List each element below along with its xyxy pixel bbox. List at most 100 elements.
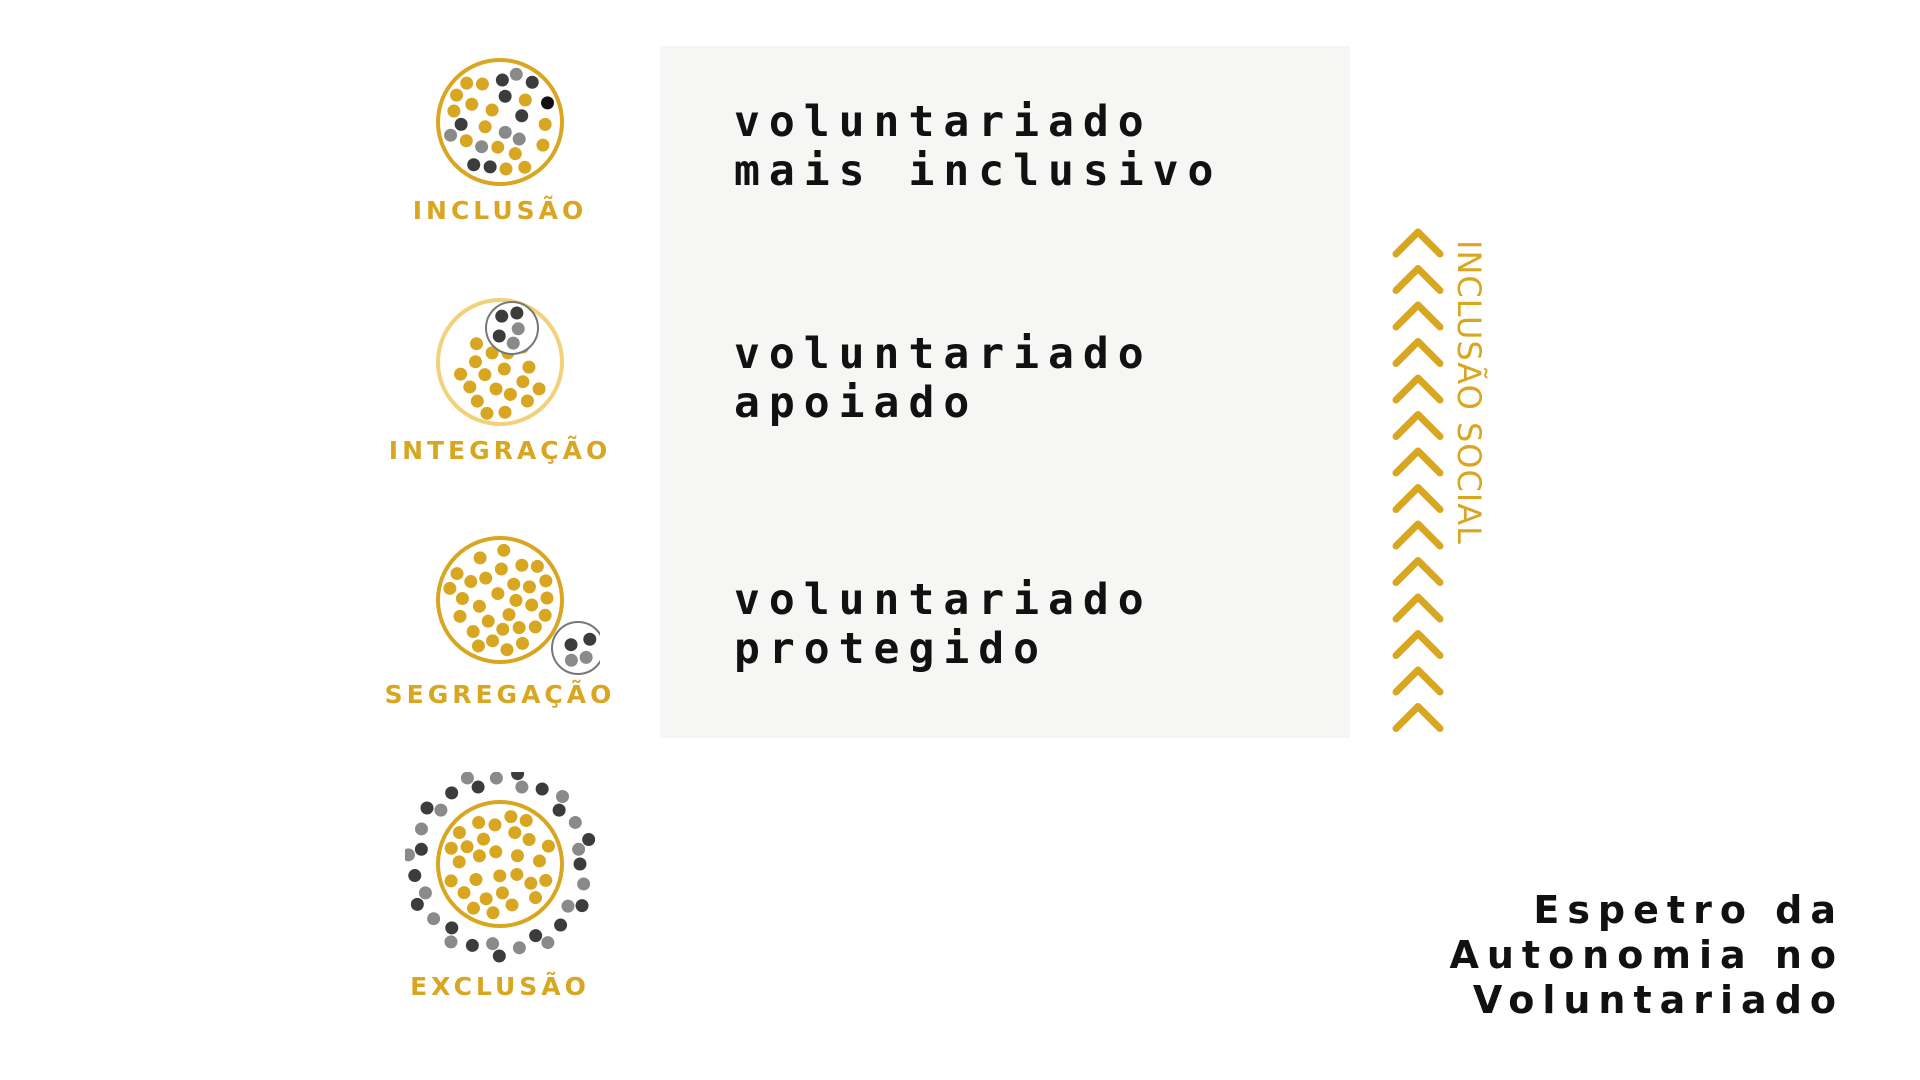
group-circle	[436, 800, 564, 928]
outside-dot	[577, 877, 591, 891]
level-label-inclusao: INCLUSÃO	[412, 196, 588, 225]
member-dot	[525, 75, 539, 89]
member-dot	[510, 849, 524, 863]
member-dot	[464, 575, 478, 589]
outside-dot	[445, 786, 459, 800]
member-dot	[502, 608, 516, 622]
outside-dot	[573, 857, 587, 871]
member-dot	[452, 825, 466, 839]
member-dot	[450, 88, 464, 102]
outside-dot	[554, 918, 568, 932]
member-dot	[489, 845, 503, 859]
member-dot	[454, 367, 468, 381]
member-dot	[538, 117, 552, 131]
chevron-up-icon	[1392, 666, 1444, 696]
upward-chevrons-arrow	[1392, 228, 1444, 732]
outside-dot	[541, 936, 555, 950]
member-dot	[541, 839, 555, 853]
member-dot	[512, 132, 526, 146]
level-label-integracao: INTEGRAÇÃO	[388, 436, 612, 465]
member-dot	[525, 598, 539, 612]
member-dot	[444, 874, 458, 888]
member-dot	[465, 97, 479, 111]
member-dot	[508, 826, 522, 840]
member-dot	[471, 639, 485, 653]
member-dot	[529, 891, 543, 905]
member-dot	[522, 580, 536, 594]
member-dot	[564, 653, 578, 667]
member-dot	[498, 89, 512, 103]
outside-dot	[511, 772, 525, 781]
volunteering-inclusive-line2: mais inclusivo	[734, 146, 1223, 196]
member-dot	[538, 608, 552, 622]
chevron-up-icon	[1392, 301, 1444, 331]
member-dot	[467, 158, 481, 172]
level-segregacao: SEGREGAÇÃO	[360, 536, 640, 709]
member-dot	[488, 818, 502, 832]
member-dot	[510, 867, 524, 881]
member-dot	[460, 76, 474, 90]
outside-dot	[575, 899, 589, 913]
title-line1: Espetro da	[1533, 888, 1844, 932]
member-dot	[475, 77, 489, 91]
member-dot	[495, 309, 509, 323]
level-inclusao: INCLUSÃO	[360, 52, 640, 225]
member-dot	[493, 869, 507, 883]
member-dot	[509, 593, 523, 607]
volunteering-supported-line2: apoiado	[734, 378, 979, 428]
member-dot	[532, 854, 546, 868]
member-dot	[536, 138, 550, 152]
outside-dot	[408, 869, 422, 883]
title-line3: Voluntariado	[1472, 978, 1844, 1022]
outside-dot	[552, 803, 566, 817]
member-dot	[515, 109, 529, 123]
member-dot	[479, 892, 493, 906]
member-dot	[516, 375, 530, 389]
level-exclusao: EXCLUSÃO	[360, 772, 640, 1001]
social-inclusion-label: INCLUSÃO SOCIAL	[1450, 240, 1488, 545]
member-dot	[500, 643, 514, 657]
member-dot	[530, 559, 544, 573]
member-dot	[510, 306, 524, 320]
volunteering-protected: voluntariado protegido	[734, 576, 1153, 674]
outside-dot	[515, 780, 529, 794]
outside-dot	[427, 912, 441, 926]
member-dot	[504, 810, 518, 824]
member-dot	[583, 632, 597, 646]
member-dot	[483, 160, 497, 174]
member-dot	[497, 543, 511, 557]
level-label-segregacao: SEGREGAÇÃO	[384, 680, 616, 709]
member-dot	[475, 140, 489, 154]
outside-dot	[572, 842, 586, 856]
member-dot	[515, 558, 529, 572]
member-dot	[472, 816, 486, 830]
outside-dot	[414, 842, 428, 856]
group-circle	[436, 536, 564, 664]
member-dot	[450, 567, 464, 581]
member-dot	[518, 160, 532, 174]
member-dot	[509, 67, 523, 81]
chevron-up-icon	[1392, 630, 1444, 659]
member-dot	[473, 551, 487, 565]
outside-dot	[489, 772, 503, 785]
outside-dot	[434, 803, 448, 817]
outside-dot	[420, 801, 434, 815]
member-dot	[495, 73, 509, 87]
member-dot	[505, 898, 519, 912]
member-dot	[491, 587, 505, 601]
member-dot	[496, 622, 510, 636]
member-dot	[481, 614, 495, 628]
member-dot	[460, 840, 474, 854]
chevron-up-icon	[1392, 703, 1444, 732]
volunteering-protected-line2: protegido	[734, 624, 1048, 674]
member-dot	[507, 577, 521, 591]
member-dot	[539, 574, 553, 588]
member-dot	[480, 406, 494, 420]
outside-dot	[465, 938, 479, 952]
outside-dot	[486, 937, 500, 951]
member-dot	[444, 128, 458, 142]
member-dot	[469, 873, 483, 887]
member-dot	[452, 855, 466, 869]
chevron-up-icon	[1392, 484, 1444, 513]
member-dot	[454, 117, 468, 131]
